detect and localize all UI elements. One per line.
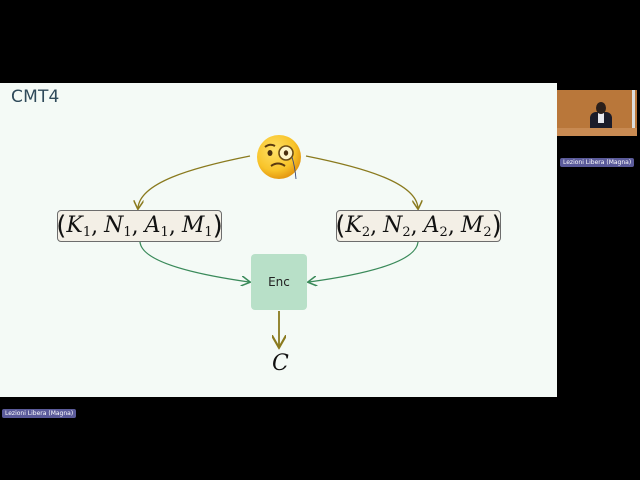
open-paren: ( (56, 211, 67, 241)
diagram-arrows (0, 155, 557, 397)
ciphertext-output: C (272, 351, 289, 376)
var-a2: A2 (423, 212, 448, 240)
var-m2: M2 (460, 212, 492, 240)
arrow-adversary-to-left-tuple (138, 155, 251, 208)
open-paren: ( (335, 211, 346, 241)
slide-title: CMT4 (11, 87, 60, 107)
var-m1: M1 (181, 212, 213, 240)
left-tuple-box: ( K1, N1, A1, M1 ) (56, 210, 223, 242)
close-paren: ) (212, 211, 223, 241)
speaker-camera-thumbnail[interactable] (557, 90, 637, 136)
arrow-adversary-to-right-tuple (305, 155, 418, 208)
enc-label: Enc (268, 275, 290, 289)
arrow-left-tuple-to-enc (139, 241, 249, 282)
face-with-monocle-icon (257, 135, 301, 180)
close-paren: ) (491, 211, 502, 241)
camera-participant-label: Lezioni Libera (Magna) (560, 158, 635, 167)
var-k1: K1 (66, 212, 92, 240)
var-n2: N2 (383, 212, 411, 240)
arrow-right-tuple-to-enc (309, 241, 419, 282)
podium (557, 128, 637, 136)
var-a1: A1 (144, 212, 169, 240)
var-n1: N1 (104, 212, 132, 240)
enc-box: Enc (251, 254, 307, 310)
var-k2: K2 (345, 212, 371, 240)
main-participant-label: Lezioni Libera (Magna) (2, 409, 77, 418)
right-tuple-box: ( K2, N2, A2, M2 ) (335, 210, 502, 242)
presentation-slide: CMT4 ( (0, 83, 557, 397)
